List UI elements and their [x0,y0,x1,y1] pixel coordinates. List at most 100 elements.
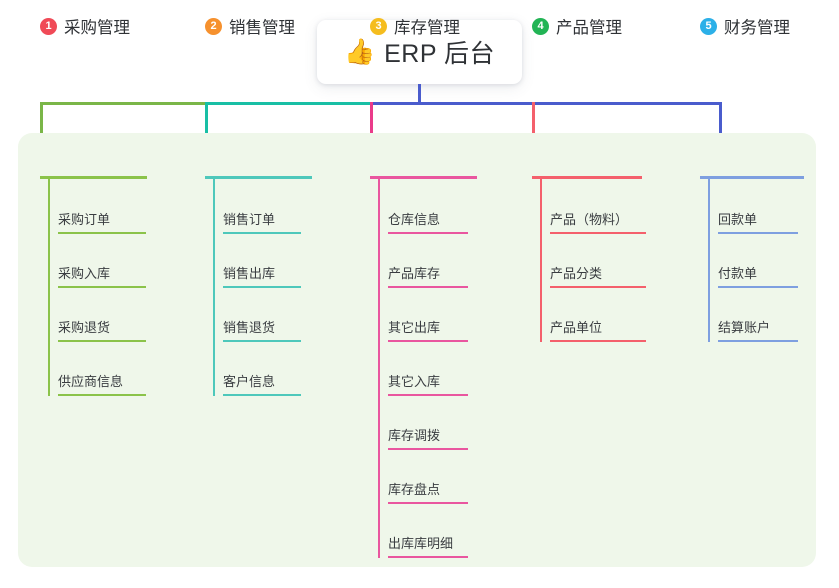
leaf-rule [223,286,301,288]
root-node-title: ERP 后台 [384,40,496,68]
branch-badge-3: 3 [370,17,387,35]
leaf-label: 销售出库 [223,266,276,281]
leaf-item[interactable]: 库存调拨 [388,422,468,450]
branch-header-2[interactable]: 2 销售管理 [205,14,295,38]
leaf-label: 库存盘点 [388,482,441,497]
leaf-label: 客户信息 [223,374,276,389]
leaf-rule [388,556,468,558]
branch-header-5[interactable]: 5 财务管理 [700,14,790,38]
leaf-rule [58,340,146,342]
leaf-label: 销售退货 [223,320,276,335]
connector-stub-2 [205,102,208,150]
branch-header-rule-5 [700,176,804,179]
leaf-label: 结算账户 [718,320,771,335]
leaf-label: 产品分类 [550,266,603,281]
connector-stub-5 [719,102,722,150]
leaf-item[interactable]: 销售订单 [223,206,301,234]
leaf-item[interactable]: 采购退货 [58,314,146,342]
branch-title-2: 销售管理 [229,19,295,37]
branch-title-3: 库存管理 [394,19,460,37]
leaf-item[interactable]: 其它入库 [388,368,468,396]
leaf-rule [388,502,468,504]
leaf-rule [388,448,468,450]
leaf-label: 付款单 [718,266,758,281]
leaf-rule [388,286,468,288]
leaf-rule [388,340,468,342]
leaf-rule [550,340,646,342]
leaf-rule [388,232,468,234]
branch-spine-2 [213,176,215,396]
leaf-item[interactable]: 仓库信息 [388,206,468,234]
connector-stub-3 [370,102,373,150]
leaf-item[interactable]: 销售退货 [223,314,301,342]
branch-spine-1 [48,176,50,396]
leaf-item[interactable]: 采购入库 [58,260,146,288]
leaf-label: 采购入库 [58,266,111,281]
leaf-item[interactable]: 采购订单 [58,206,146,234]
leaf-label: 其它出库 [388,320,441,335]
connector-stub-1 [40,102,43,150]
leaf-item[interactable]: 回款单 [718,206,798,234]
branch-badge-2: 2 [205,17,222,35]
leaf-label: 出库库明细 [388,536,454,551]
branch-header-rule-1 [40,176,147,179]
leaf-label: 库存调拨 [388,428,441,443]
leaf-item[interactable]: 产品单位 [550,314,646,342]
leaf-label: 产品（物料） [550,212,629,227]
branch-badge-1: 1 [40,17,57,35]
leaf-rule [388,394,468,396]
leaf-item[interactable]: 产品库存 [388,260,468,288]
leaf-item[interactable]: 付款单 [718,260,798,288]
leaf-label: 采购退货 [58,320,111,335]
leaf-label: 采购订单 [58,212,111,227]
connector-bar-blue [370,102,722,105]
branch-header-rule-4 [532,176,642,179]
leaf-item[interactable]: 销售出库 [223,260,301,288]
leaf-item[interactable]: 结算账户 [718,314,798,342]
leaf-rule [223,394,301,396]
thumbs-up-icon: 👍 [343,37,376,66]
leaf-label: 供应商信息 [58,374,124,389]
leaf-item[interactable]: 供应商信息 [58,368,146,396]
connector-bar-green [40,102,208,105]
leaf-rule [550,286,646,288]
leaf-rule [58,286,146,288]
leaf-item[interactable]: 库存盘点 [388,476,468,504]
connector-bar-teal [205,102,373,105]
branch-badge-4: 4 [532,17,549,35]
leaf-item[interactable]: 其它出库 [388,314,468,342]
branch-spine-3 [378,176,380,558]
leaf-rule [58,394,146,396]
connector-stub-4 [532,102,535,150]
leaf-item[interactable]: 出库库明细 [388,530,468,558]
leaf-item[interactable]: 产品分类 [550,260,646,288]
branch-spine-5 [708,176,710,342]
branch-spine-4 [540,176,542,342]
root-stem [418,84,421,105]
leaf-item[interactable]: 产品（物料） [550,206,646,234]
leaf-label: 仓库信息 [388,212,441,227]
leaf-rule [550,232,646,234]
branch-title-4: 产品管理 [556,19,622,37]
branch-header-4[interactable]: 4 产品管理 [532,14,622,38]
leaf-label: 产品单位 [550,320,603,335]
branch-header-3[interactable]: 3 库存管理 [370,14,460,38]
leaf-label: 产品库存 [388,266,441,281]
leaf-rule [718,286,798,288]
leaf-item[interactable]: 客户信息 [223,368,301,396]
leaf-rule [718,232,798,234]
branch-title-5: 财务管理 [724,19,790,37]
branch-badge-5: 5 [700,17,717,35]
leaf-label: 回款单 [718,212,758,227]
branch-panel [18,133,816,567]
leaf-rule [718,340,798,342]
branch-header-rule-3 [370,176,477,179]
leaf-rule [58,232,146,234]
leaf-label: 其它入库 [388,374,441,389]
root-node-erp-backend[interactable]: 👍 ERP 后台 [317,20,522,84]
leaf-label: 销售订单 [223,212,276,227]
leaf-rule [223,232,301,234]
branch-header-rule-2 [205,176,312,179]
